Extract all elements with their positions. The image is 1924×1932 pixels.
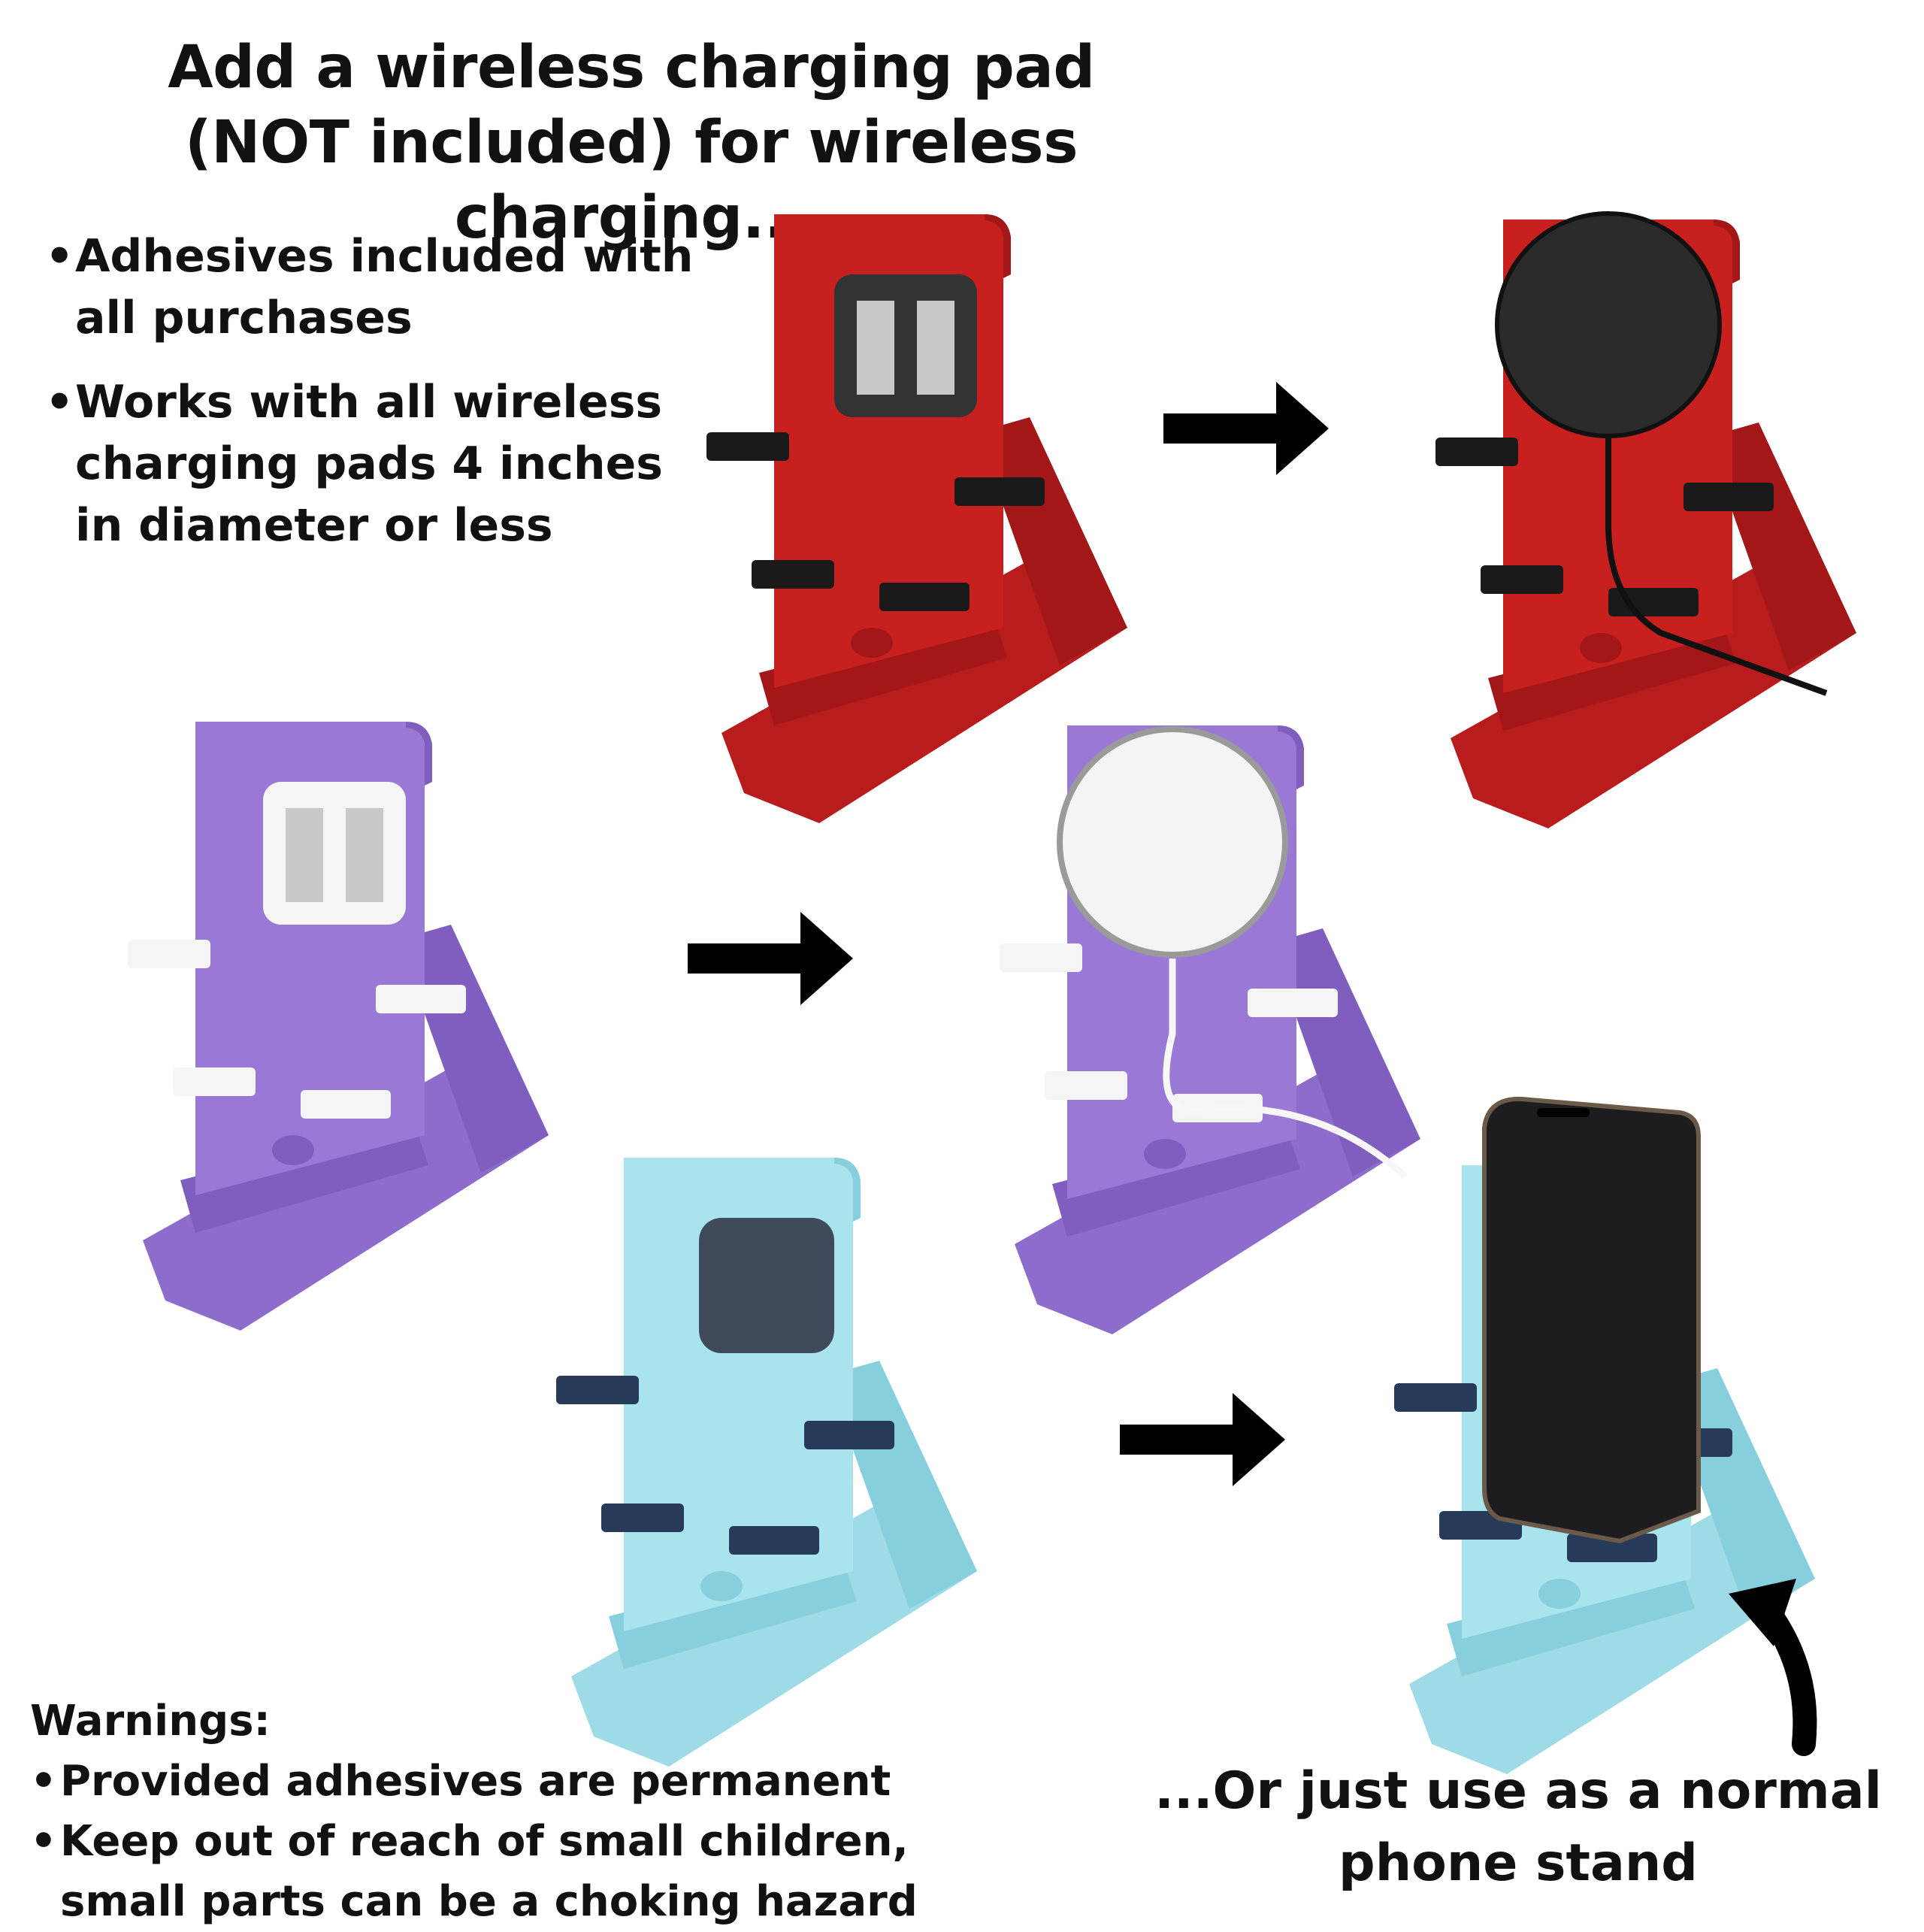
- blue-stand-with-phone: [1394, 1096, 1815, 1774]
- warning-children: Keep out of reach of small children, sma…: [30, 1812, 1007, 1932]
- red-stand: [706, 214, 1127, 823]
- warnings-section: Warnings: Provided adhesives are permane…: [30, 1691, 1007, 1932]
- headline-line-1: Add a wireless charging pad: [168, 34, 1095, 101]
- arrow-right-icon: [1163, 382, 1329, 475]
- red-adhesive-pad: [834, 274, 977, 417]
- not-emphasis: NOT: [211, 109, 349, 177]
- arrow-right-icon: [1120, 1393, 1285, 1486]
- warning-adhesives: Provided adhesives are permanent: [30, 1752, 1007, 1812]
- warnings-heading: Warnings:: [30, 1697, 271, 1746]
- white-charging-pad: [1057, 726, 1288, 958]
- purple-stand-with-charger: [1000, 725, 1420, 1334]
- normal-stand-note: ...Or just use as a normal phone stand: [1154, 1761, 1882, 1893]
- feature-compatibility: Works with all wireless charging pads 4 …: [45, 371, 722, 556]
- feature-list: Adhesives included with all purchases Wo…: [45, 226, 722, 579]
- blue-stand: [556, 1158, 977, 1767]
- curved-arrow-up-icon: [1729, 1579, 1817, 1756]
- phone: [1482, 1096, 1701, 1544]
- black-charging-pad: [1495, 211, 1722, 438]
- blue-adhesive-pad: [699, 1218, 834, 1353]
- purple-stand: [128, 722, 549, 1331]
- purple-adhesive-pad: [263, 782, 406, 925]
- feature-adhesives: Adhesives included with all purchases: [45, 226, 722, 349]
- arrow-right-icon: [688, 912, 853, 1005]
- red-stand-with-charger: [1435, 211, 1856, 828]
